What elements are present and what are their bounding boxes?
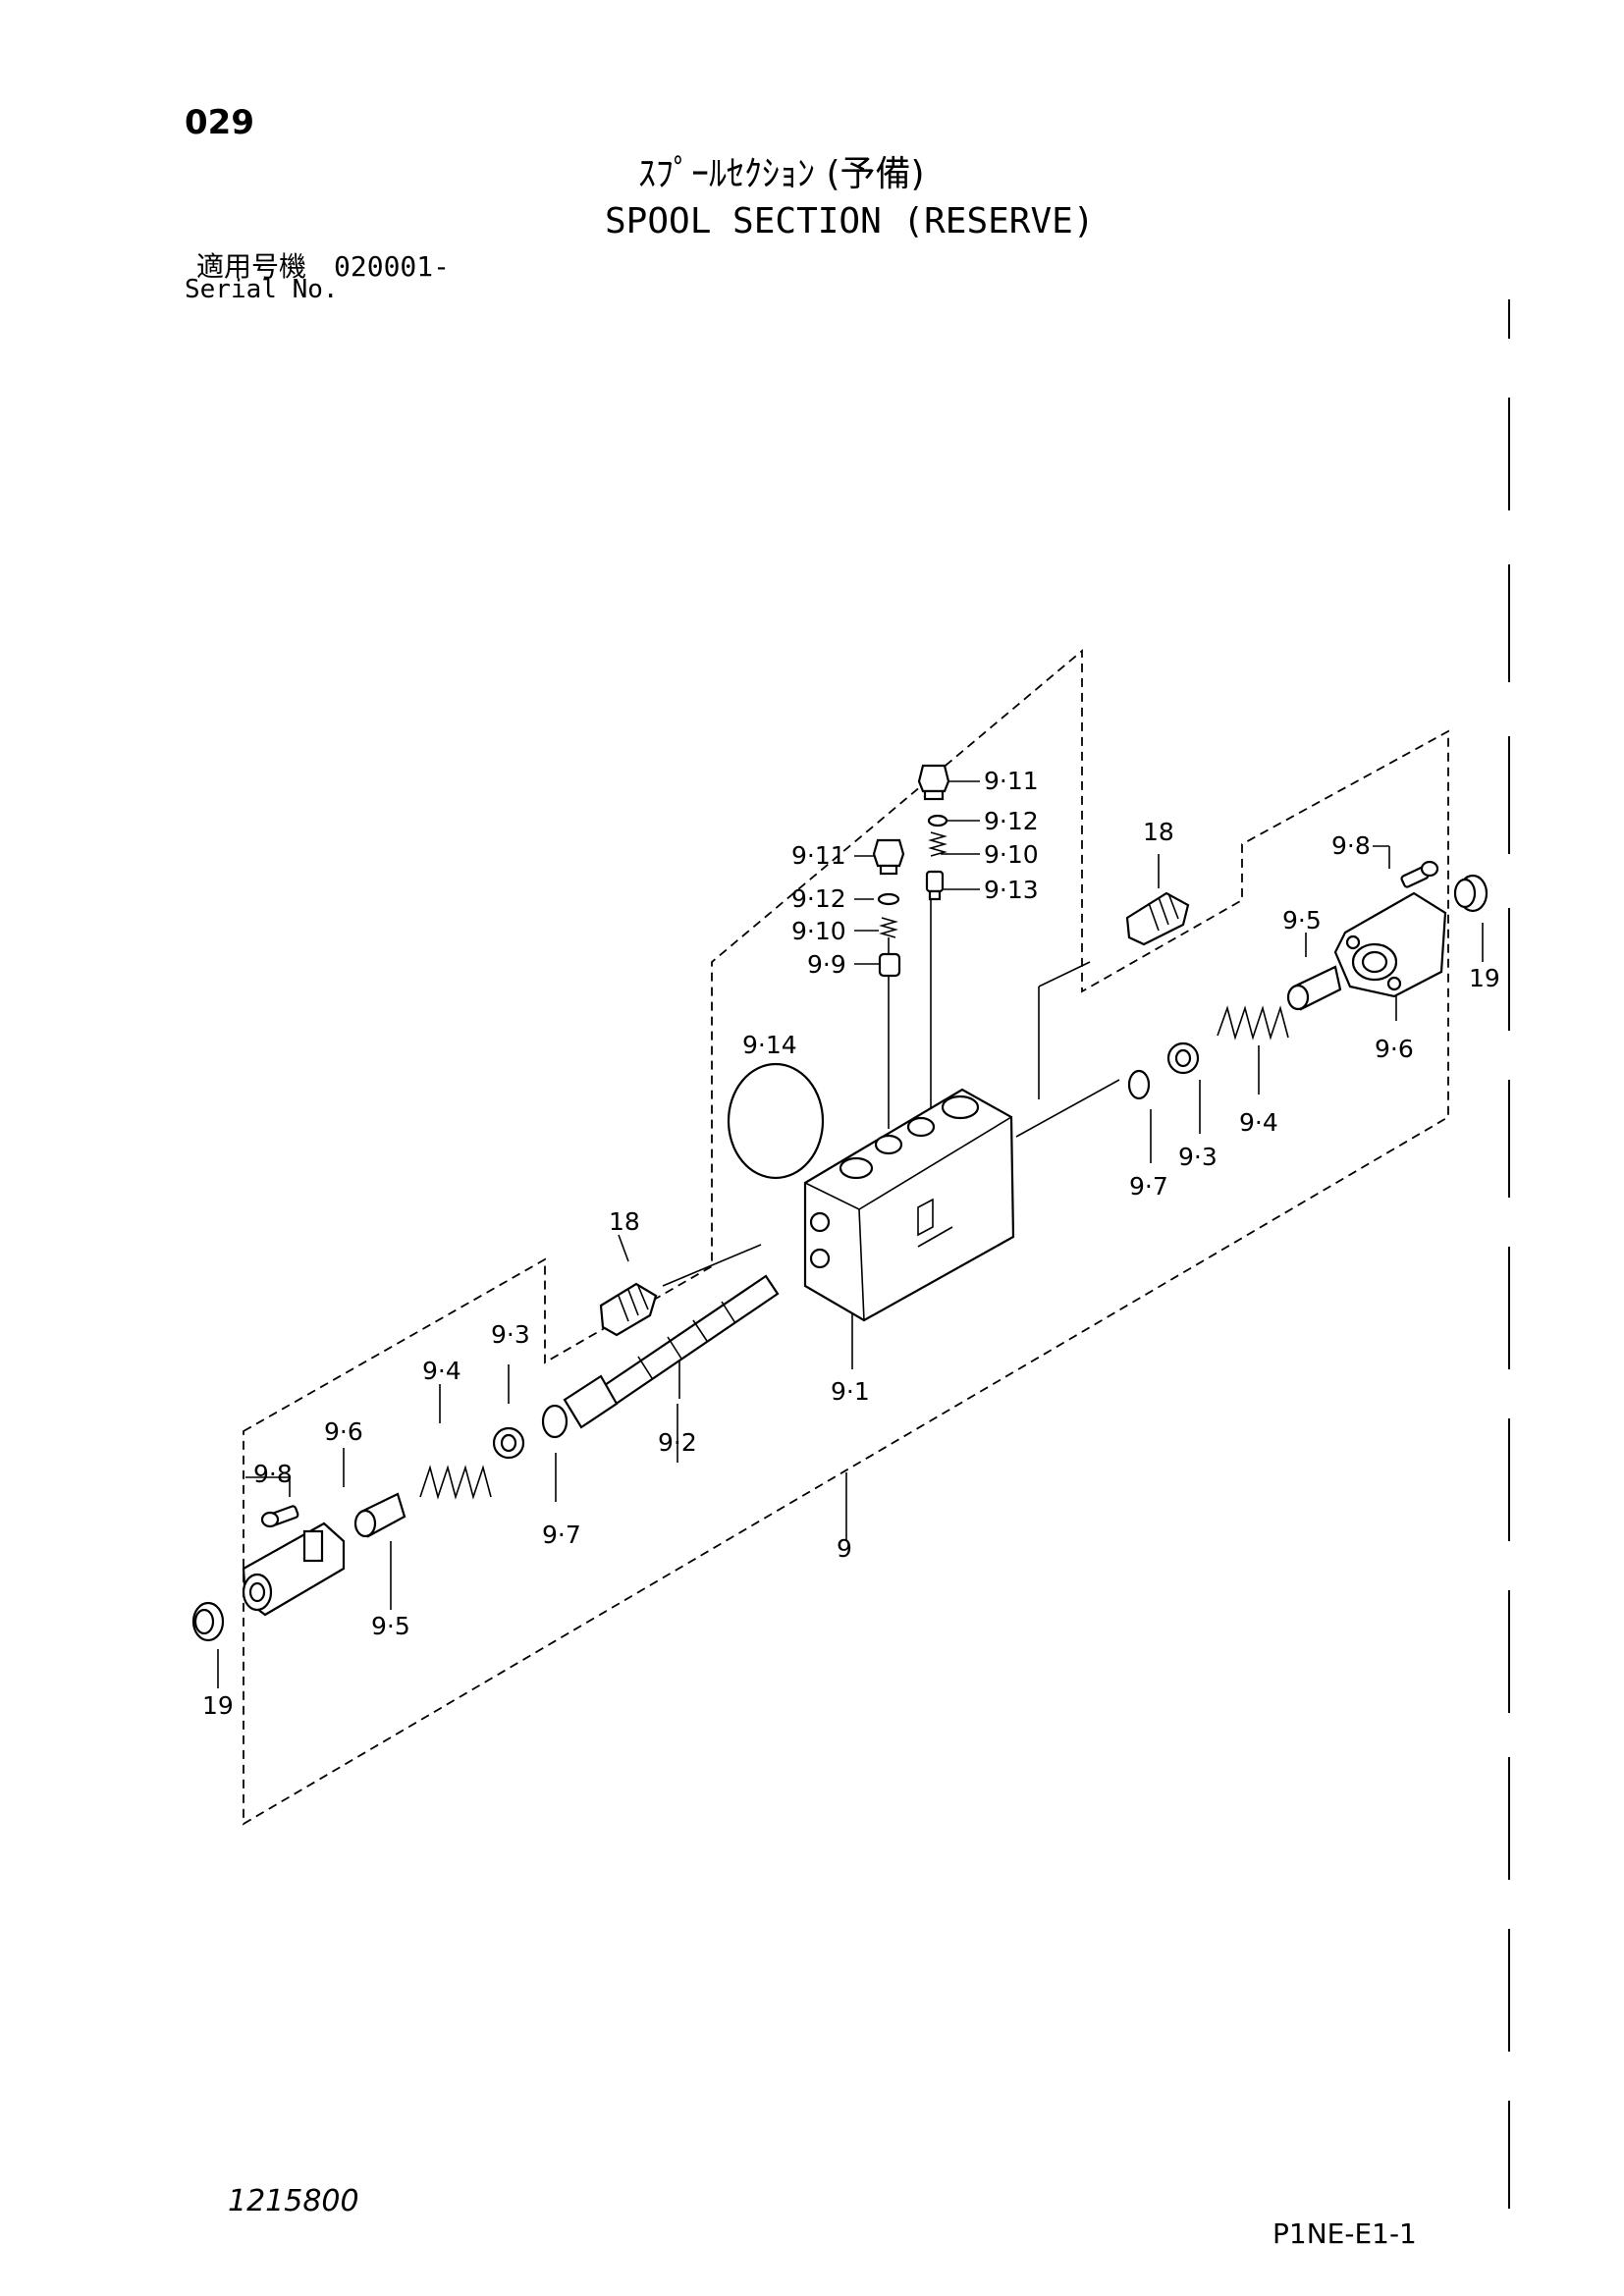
leader-lines	[217, 780, 1484, 1688]
callout-19-right: 19	[1469, 964, 1500, 992]
spring-9-4-left	[419, 1465, 492, 1500]
poppet-9-13	[925, 870, 945, 901]
page-code: P1NE-E1-1	[1272, 2217, 1417, 2250]
callout-9-7-left: 9·7	[542, 1521, 581, 1549]
callout-9-13: 9·13	[984, 876, 1039, 904]
callout-18-left: 18	[609, 1207, 640, 1236]
callout-9: 9	[837, 1534, 852, 1563]
callout-9-3-right: 9·3	[1178, 1143, 1218, 1171]
callout-9-8-right: 9·8	[1331, 831, 1371, 860]
o-ring-9-12-top	[927, 814, 948, 828]
callout-9-6-left: 9·6	[324, 1417, 363, 1446]
callout-18-top: 18	[1143, 818, 1174, 846]
serial-label-english: Serial No.	[185, 275, 339, 304]
plug-19-right	[1453, 874, 1489, 913]
spring-9-10-top	[928, 831, 947, 857]
page-title-english: SPOOL SECTION (RESERVE)	[605, 201, 1095, 241]
spring-seat-9-5-left	[353, 1492, 406, 1538]
plug-9-11-left	[872, 838, 905, 876]
callout-9-10-left: 9·10	[791, 917, 846, 945]
bolt-9-8-right	[1400, 860, 1439, 888]
callout-9-8-left: 9·8	[253, 1460, 293, 1488]
callout-9-10-top: 9·10	[984, 840, 1039, 869]
cap-9-6-right	[1333, 891, 1447, 998]
serial-number-value: 020001-	[334, 250, 451, 283]
poppet-9-9	[878, 952, 901, 978]
spacer-9-3-left	[492, 1426, 525, 1460]
plug-18-left	[599, 1282, 658, 1337]
callout-9-1: 9·1	[831, 1377, 870, 1406]
callout-9-5-right: 9·5	[1282, 906, 1322, 934]
callout-9-12-top: 9·12	[984, 807, 1039, 835]
spring-9-10-left	[879, 917, 898, 938]
callout-9-4-left: 9·4	[422, 1357, 461, 1385]
callout-9-11-top: 9·11	[984, 767, 1039, 795]
callout-9-12-left: 9·12	[791, 884, 846, 913]
o-ring-9-12-left	[877, 892, 900, 906]
callout-9-2: 9·2	[658, 1428, 697, 1457]
callout-9-14: 9·14	[742, 1031, 797, 1059]
callout-9-9: 9·9	[807, 950, 846, 979]
spool-9-2	[563, 1274, 780, 1429]
callout-9-3-left: 9·3	[491, 1320, 530, 1349]
callout-19-left: 19	[202, 1691, 234, 1720]
spacer-9-3-right	[1166, 1041, 1200, 1075]
serial-label-japanese: 適用号機	[196, 250, 307, 283]
plug-19-left	[191, 1601, 225, 1642]
assembly-boundary-9	[243, 649, 1449, 1826]
page-number: 029	[185, 103, 254, 142]
cap-9-6-left	[242, 1522, 346, 1617]
plug-18-top	[1125, 891, 1190, 946]
callout-9-4-right: 9·4	[1239, 1108, 1278, 1137]
callout-9-7-right: 9·7	[1129, 1172, 1168, 1201]
callout-9-5-left: 9·5	[371, 1612, 410, 1640]
o-ring-9-7-left	[541, 1404, 568, 1439]
callout-labels: 9·11 9·12 9·10 9·13 9·11 9·12 9·10 9·9 1…	[202, 767, 1500, 1720]
o-ring-9-7-right	[1127, 1069, 1151, 1100]
callout-9-11-left: 9·11	[791, 841, 846, 870]
callout-9-6-right: 9·6	[1375, 1035, 1414, 1063]
housing-9-1	[803, 1088, 1015, 1322]
bolt-9-8-left	[260, 1505, 299, 1528]
plug-9-11-top	[917, 764, 950, 801]
document-number: 1215800	[228, 2184, 359, 2218]
spring-9-4-right	[1217, 1005, 1289, 1041]
o-ring-9-14	[727, 1062, 825, 1180]
page-title-japanese: ｽﾌﾟｰﾙｾｸｼｮﾝ (予備)	[638, 154, 925, 194]
spring-seat-9-5-right	[1286, 965, 1342, 1011]
